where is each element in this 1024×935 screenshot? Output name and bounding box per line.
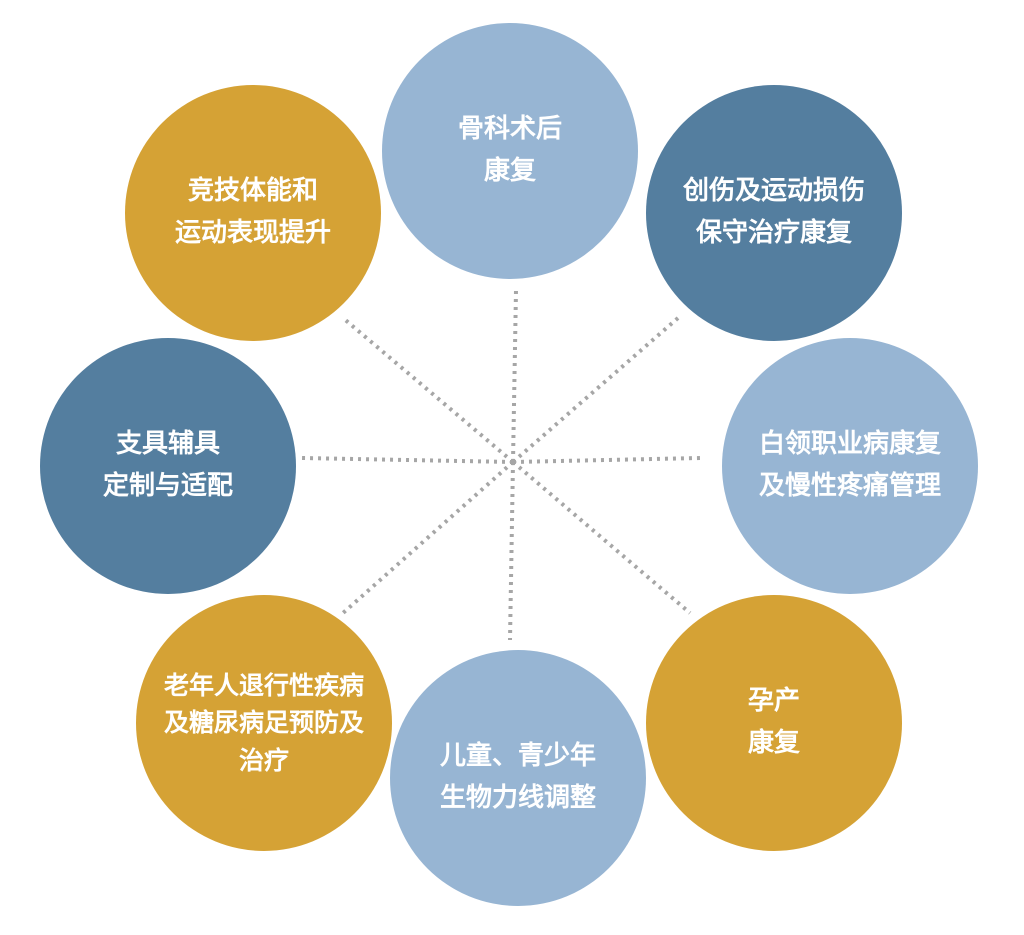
node-label-line: 白领职业病康复	[758, 429, 941, 460]
node-label-line: 及慢性疼痛管理	[758, 471, 941, 501]
spoke-topright	[511, 316, 680, 464]
spoke-bottom	[508, 461, 515, 641]
spoke-botleft	[341, 460, 515, 615]
node-trauma-sports-injury: 创伤及运动损伤 保守治疗康复	[646, 85, 902, 341]
node-label-line: 定制与适配	[102, 471, 233, 501]
node-maternity-rehab: 孕产 康复	[646, 595, 902, 851]
node-youth-alignment: 儿童、青少年 生物力线调整	[390, 650, 646, 906]
node-orthopedic-rehab: 骨科术后 康复	[382, 23, 638, 279]
spoke-top	[511, 289, 518, 463]
node-athletic-performance: 竞技体能和 运动表现提升	[125, 85, 381, 341]
node-label-line: 运动表现提升	[174, 218, 331, 248]
node-label-line: 康复	[747, 728, 800, 758]
node-label-line: 治疗	[238, 745, 289, 775]
spoke-botright	[511, 460, 692, 615]
node-label-line: 支具辅具	[115, 429, 220, 460]
node-label-line: 及糖尿病足预防及	[163, 708, 364, 738]
spoke-left	[301, 456, 514, 464]
node-label-line: 老年人退行性疾病	[163, 670, 364, 700]
node-label-line: 骨科术后	[457, 114, 562, 145]
node-label-line: 保守治疗康复	[695, 218, 852, 248]
node-label-line: 儿童、青少年	[439, 741, 596, 772]
node-label-line: 生物力线调整	[439, 783, 596, 813]
node-elderly-degenerative: 老年人退行性疾病 及糖尿病足预防及 治疗	[136, 595, 392, 851]
node-label-line: 创伤及运动损伤	[682, 176, 865, 207]
node-label-line: 孕产	[747, 686, 800, 717]
spoke-topleft	[341, 316, 515, 464]
spoke-right	[512, 456, 701, 464]
node-label-line: 康复	[483, 156, 536, 186]
node-occupational-chronic-pain: 白领职业病康复 及慢性疼痛管理	[722, 338, 978, 594]
node-orthotics-fitting: 支具辅具 定制与适配	[40, 338, 296, 594]
node-label-line: 竞技体能和	[187, 176, 318, 207]
